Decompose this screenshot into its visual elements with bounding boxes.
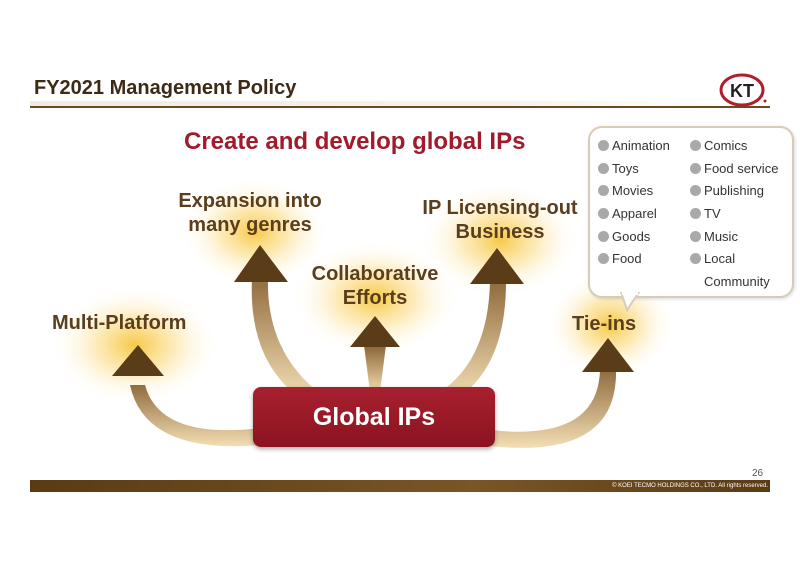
callout-tail bbox=[619, 292, 641, 312]
callout-item: Music bbox=[690, 229, 738, 245]
label-collaborative-line2: Efforts bbox=[342, 287, 408, 309]
glow-multi-platform bbox=[50, 285, 220, 405]
bullet-dot bbox=[598, 208, 609, 219]
slide-title: FY2021 Management Policy bbox=[34, 77, 297, 99]
glow-collaborative bbox=[290, 240, 460, 356]
bullet-dot bbox=[690, 185, 701, 196]
svg-text:KT: KT bbox=[730, 81, 754, 101]
callout-item: Toys bbox=[598, 161, 639, 177]
label-multi-platform: Multi-Platform bbox=[52, 312, 187, 334]
headline: Create and develop global IPs bbox=[184, 128, 526, 155]
glow-expansion bbox=[180, 177, 330, 287]
arrow-expansion bbox=[234, 245, 318, 398]
bullet-dot bbox=[598, 253, 609, 264]
label-expansion-line2: many genres bbox=[188, 214, 312, 236]
arrow-collaborative bbox=[350, 316, 400, 392]
title-underline-shade bbox=[30, 101, 720, 106]
arrow-multi-platform bbox=[112, 345, 262, 447]
label-expansion-line1: Expansion into bbox=[178, 190, 322, 212]
bullet-dot bbox=[690, 140, 701, 151]
label-licensing: IP Licensing-out Business bbox=[412, 196, 588, 244]
global-ips-box: Global IPs bbox=[253, 387, 495, 447]
bullet-dot bbox=[690, 231, 701, 242]
callout-item: Food bbox=[598, 251, 642, 267]
callout-item: Local bbox=[690, 251, 735, 267]
label-tie-ins: Tie-ins bbox=[572, 313, 637, 335]
label-licensing-line2: Business bbox=[455, 221, 545, 243]
bullet-dot bbox=[690, 253, 701, 264]
footer-bar bbox=[30, 480, 770, 492]
label-licensing-line1: IP Licensing-out bbox=[422, 197, 578, 219]
callout-item: Goods bbox=[598, 229, 650, 245]
label-expansion: Expansion into many genres bbox=[160, 189, 340, 237]
callout-item: TV bbox=[690, 206, 721, 222]
callout-item: Comics bbox=[690, 138, 747, 154]
tie-ins-callout: Animation Toys Movies Apparel Goods Food… bbox=[588, 126, 794, 298]
callout-item: Publishing bbox=[690, 183, 764, 199]
bullet-dot bbox=[690, 208, 701, 219]
title-rule bbox=[30, 106, 770, 108]
copyright-text: © KOEI TECMO HOLDINGS CO., LTD. All righ… bbox=[612, 483, 768, 489]
callout-item: Food service bbox=[690, 161, 778, 177]
bullet-dot bbox=[598, 185, 609, 196]
bullet-dot bbox=[598, 140, 609, 151]
bullet-dot bbox=[598, 231, 609, 242]
arrow-licensing bbox=[440, 248, 524, 398]
callout-item: Apparel bbox=[598, 206, 657, 222]
arrow-tie-ins bbox=[490, 338, 634, 448]
label-collaborative-line1: Collaborative bbox=[311, 263, 439, 285]
glow-licensing bbox=[420, 182, 580, 298]
callout-item: Movies bbox=[598, 183, 653, 199]
callout-item-continuation: Community bbox=[704, 274, 770, 289]
callout-item: Animation bbox=[598, 138, 670, 154]
bullet-dot bbox=[598, 163, 609, 174]
page-number: 26 bbox=[752, 468, 764, 479]
company-logo: KT bbox=[719, 73, 767, 107]
label-collaborative: Collaborative Efforts bbox=[290, 262, 460, 310]
bullet-dot bbox=[690, 163, 701, 174]
